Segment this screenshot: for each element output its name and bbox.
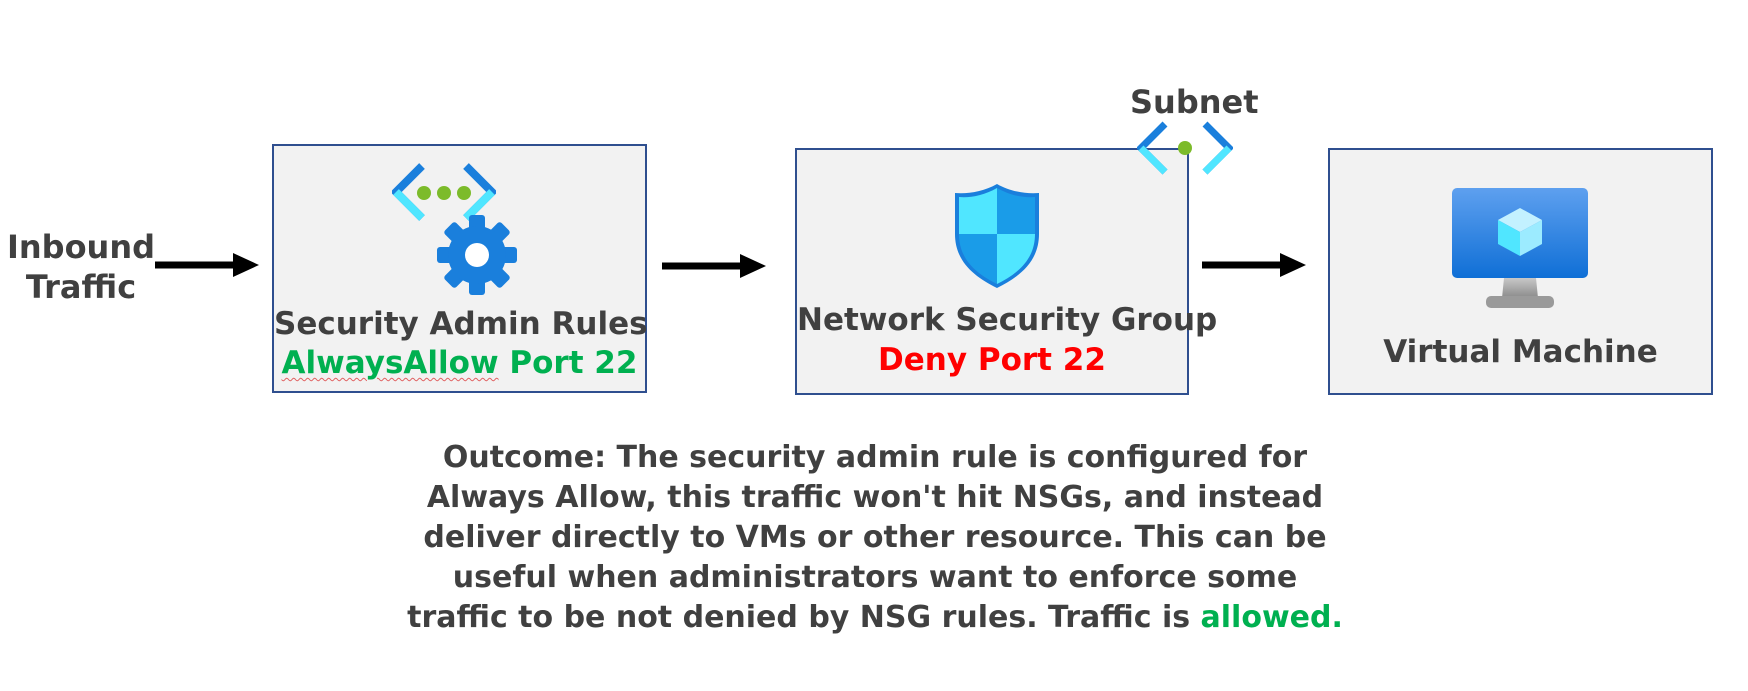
gear-icon: [437, 215, 517, 295]
outcome-body: Outcome: The security admin rule is conf…: [407, 440, 1327, 635]
virtual-machine-box: Virtual Machine: [1328, 148, 1713, 395]
rule-port-text: Port 22: [498, 345, 638, 381]
virtual-machine-icon: [1452, 188, 1588, 308]
vm-title: Virtual Machine: [1383, 334, 1658, 370]
arrow-nsg-to-vm: [1202, 253, 1306, 277]
inbound-traffic-label: Inbound Traffic: [0, 227, 162, 307]
security-admin-rules-title: Security Admin Rules: [274, 306, 648, 342]
arrow-inbound-to-admin: [155, 253, 259, 277]
inbound-line2: Traffic: [25, 268, 137, 306]
rule-action-text: AlwaysAllow: [281, 345, 499, 381]
nsg-title: Network Security Group: [797, 302, 1218, 338]
arrow-admin-to-nsg: [662, 254, 766, 278]
shield-icon: [955, 184, 1039, 288]
security-admin-rules-box: Security Admin Rules AlwaysAllow Port 22: [272, 144, 648, 393]
virtual-network-icon: [392, 163, 496, 221]
outcome-allowed: allowed.: [1200, 600, 1343, 635]
outcome-text: Outcome: The security admin rule is conf…: [405, 438, 1345, 638]
subnet-label: Subnet: [1130, 83, 1259, 121]
subnet-icon: [1137, 121, 1233, 175]
network-security-group-box: Network Security Group Deny Port 22: [795, 148, 1218, 395]
inbound-line1: Inbound: [6, 228, 156, 266]
security-admin-rule-value: AlwaysAllow Port 22: [274, 345, 645, 381]
nsg-rule-value: Deny Port 22: [878, 342, 1106, 378]
